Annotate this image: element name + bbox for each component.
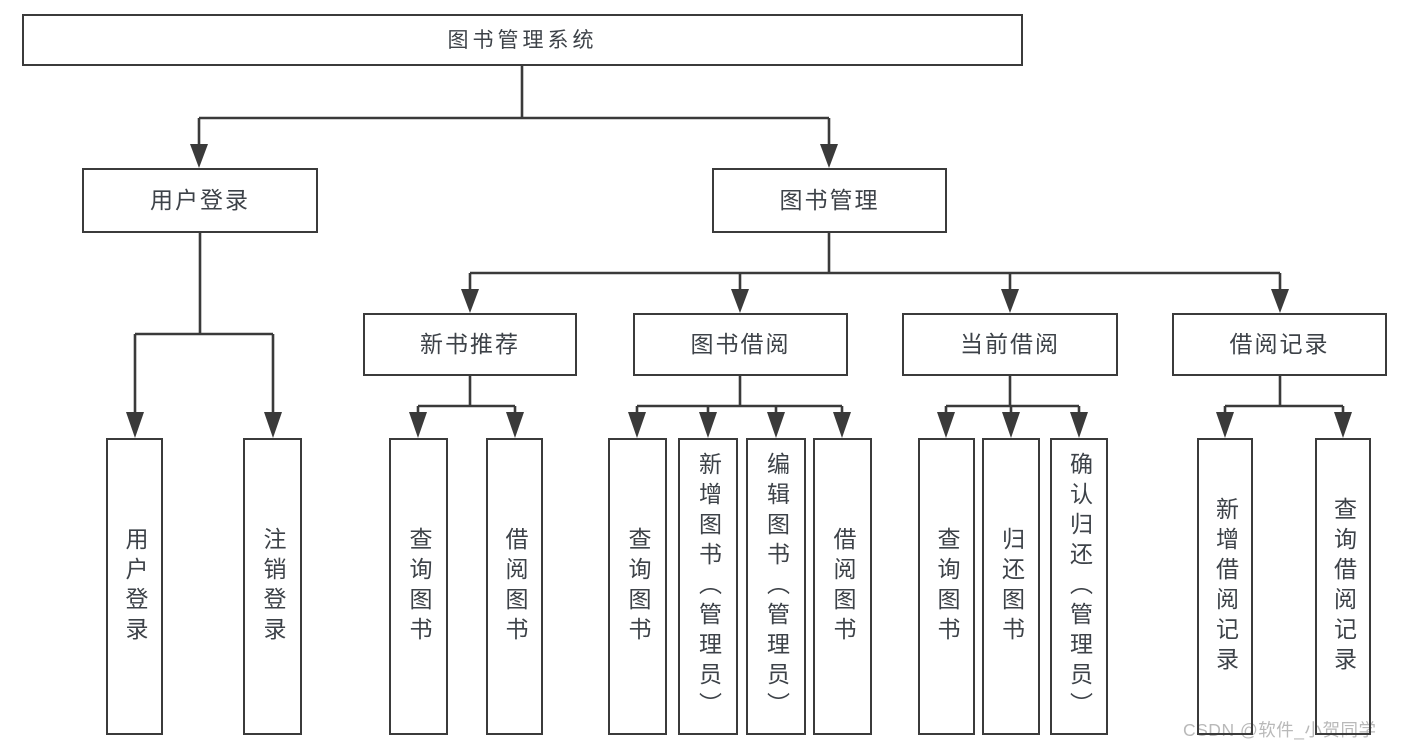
node-current-query-books: 查询图书 [918, 438, 975, 735]
arrowhead [1070, 412, 1088, 438]
arrowhead [264, 412, 282, 438]
node-label: 查询图书 [934, 526, 960, 647]
node-label: 编辑图书（管理员） [763, 451, 790, 722]
node-current-confirm-return-admin: 确认归还（管理员） [1050, 438, 1108, 735]
arrowhead [937, 412, 955, 438]
arrowhead [699, 412, 717, 438]
node-newbook-query-books: 查询图书 [389, 438, 448, 735]
arrowhead [1271, 289, 1289, 313]
node-borrow-records: 借阅记录 [1172, 313, 1387, 376]
arrowhead [1216, 412, 1234, 438]
node-new-book-recommend: 新书推荐 [363, 313, 577, 376]
node-borrow-query-books: 查询图书 [608, 438, 667, 735]
node-label: 注销登录 [260, 526, 286, 647]
arrowhead [628, 412, 646, 438]
node-label: 查询图书 [406, 526, 432, 647]
arrowhead [506, 412, 524, 438]
node-book-management: 图书管理 [712, 168, 947, 233]
node-label: 新增借阅记录 [1212, 496, 1239, 677]
node-label: 借阅记录 [1229, 331, 1330, 357]
node-borrow-add-books-admin: 新增图书（管理员） [678, 438, 738, 735]
node-label: 归还图书 [998, 526, 1025, 647]
node-login-action: 用户登录 [106, 438, 163, 735]
arrowhead [461, 289, 479, 313]
node-newbook-borrow-books: 借阅图书 [486, 438, 543, 735]
arrowhead [767, 412, 785, 438]
node-label: 新书推荐 [420, 331, 520, 357]
node-label: 借阅图书 [830, 526, 856, 647]
node-label: 用户登录 [150, 187, 250, 213]
arrowhead [1334, 412, 1352, 438]
watermark: CSDN @软件_小贺同学 [1183, 720, 1377, 740]
node-label: 新增图书（管理员） [695, 451, 722, 722]
node-user-login: 用户登录 [82, 168, 318, 233]
node-label: 图书借阅 [690, 331, 791, 357]
node-label: 查询借阅记录 [1330, 496, 1357, 677]
arrowhead [833, 412, 851, 438]
connector-path [133, 66, 1345, 415]
node-borrow-borrow-books: 借阅图书 [813, 438, 872, 735]
node-label: 图书管理 [779, 187, 880, 213]
arrowhead [1001, 289, 1019, 313]
arrowhead [1002, 412, 1020, 438]
arrowhead [190, 144, 208, 168]
node-records-query-record: 查询借阅记录 [1315, 438, 1371, 735]
node-logout-action: 注销登录 [243, 438, 302, 735]
arrowhead [731, 289, 749, 313]
node-current-return-books: 归还图书 [982, 438, 1040, 735]
node-book-borrow: 图书借阅 [633, 313, 848, 376]
arrowhead [409, 412, 427, 438]
node-label: 图书管理系统 [447, 28, 598, 52]
node-label: 借阅图书 [502, 526, 528, 647]
node-borrow-edit-books-admin: 编辑图书（管理员） [746, 438, 806, 735]
node-label: 确认归还（管理员） [1066, 451, 1093, 722]
node-system-root: 图书管理系统 [22, 14, 1023, 66]
node-label: 当前借阅 [960, 331, 1060, 357]
arrowhead [820, 144, 838, 168]
arrowhead [126, 412, 144, 438]
node-records-add-record: 新增借阅记录 [1197, 438, 1253, 735]
node-label: 查询图书 [625, 526, 651, 647]
node-current-borrow: 当前借阅 [902, 313, 1118, 376]
node-label: 用户登录 [122, 526, 148, 647]
